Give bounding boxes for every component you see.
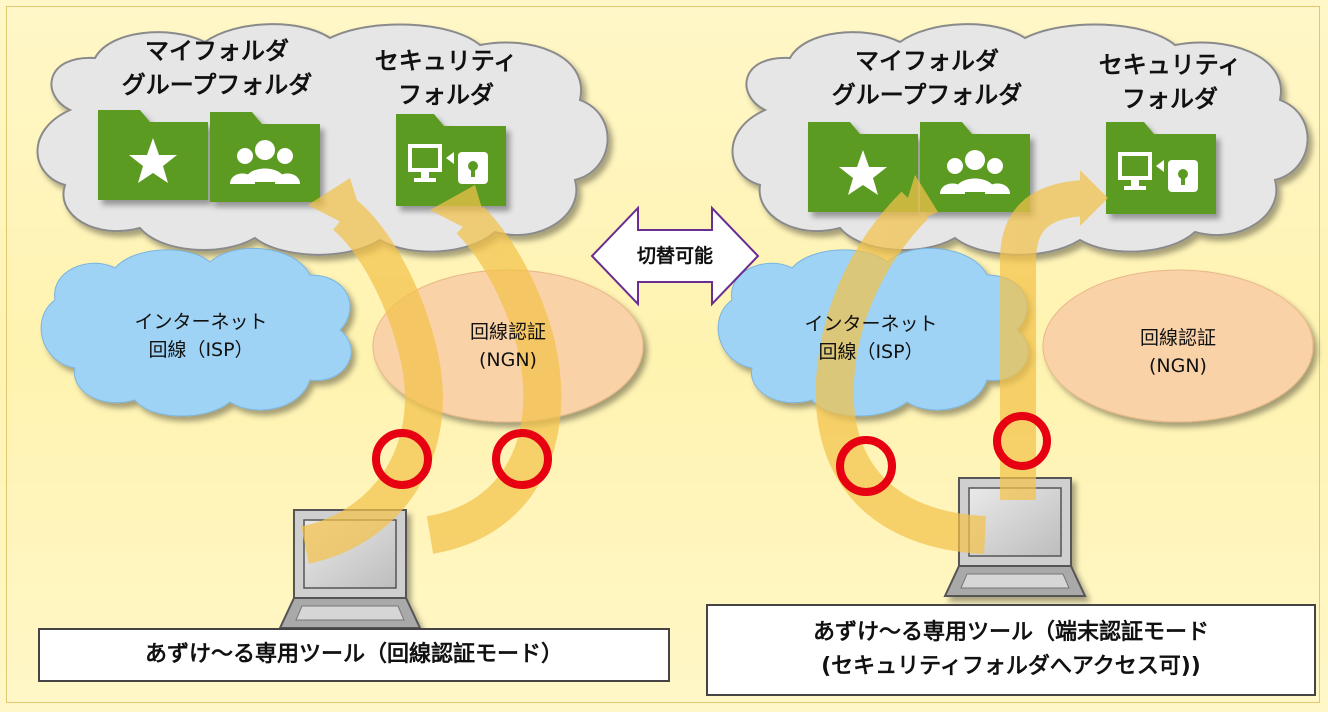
- security-folder-icon: [396, 114, 506, 206]
- right-my-group-folder-label: マイフォルダ グループフォルダ: [831, 47, 1023, 109]
- double-arrow-icon: [590, 205, 760, 307]
- right-arrow-security-route: [1000, 170, 1108, 500]
- star-icon: [129, 138, 177, 183]
- star-icon: [839, 150, 887, 195]
- security-folder-icon-right: [1106, 122, 1216, 214]
- left-isp-label: インターネット 回線（ISP）: [134, 311, 268, 361]
- monitor-lock-icon: [1118, 152, 1198, 192]
- left-arrow-ngn-route: [426, 185, 562, 554]
- right-circle-ok-icon-1: [836, 436, 896, 496]
- left-ngn-label: 回線認証 (NGN): [469, 321, 546, 371]
- right-ngn-ellipse: [1042, 269, 1314, 423]
- right-caption-box: あずけ〜る専用ツール（端末認証モード (セキュリティフォルダへアクセス可)): [706, 604, 1316, 696]
- left-circle-ok-icon-1: [372, 429, 432, 489]
- group-folder-icon-right: [920, 122, 1030, 212]
- left-caption-box: あずけ〜る専用ツール（回線認証モード）: [38, 628, 670, 682]
- star-folder-icon: [98, 110, 208, 200]
- right-circle-ok-icon-2: [993, 412, 1051, 470]
- left-arrow-isp-route: [300, 178, 443, 564]
- right-arrow-isp-route: [815, 175, 987, 554]
- frame-border: [6, 6, 1320, 703]
- left-isp-cloud: [40, 247, 352, 417]
- group-folder-icon: [210, 112, 320, 202]
- left-security-folder-label: セキュリティ フォルダ: [374, 47, 518, 109]
- switch-label: 切替可能: [636, 245, 713, 267]
- left-my-group-folder-label: マイフォルダ グループフォルダ: [121, 37, 313, 99]
- star-folder-icon-right: [808, 122, 918, 212]
- left-circle-ok-icon-2: [492, 429, 552, 489]
- group-icon: [940, 150, 1010, 194]
- right-security-folder-label: セキュリティ フォルダ: [1098, 51, 1242, 113]
- right-ngn-label: 回線認証 (NGN): [1139, 327, 1216, 377]
- group-icon: [230, 140, 300, 184]
- right-isp-label: インターネット 回線（ISP）: [804, 313, 938, 363]
- monitor-lock-icon: [408, 144, 488, 184]
